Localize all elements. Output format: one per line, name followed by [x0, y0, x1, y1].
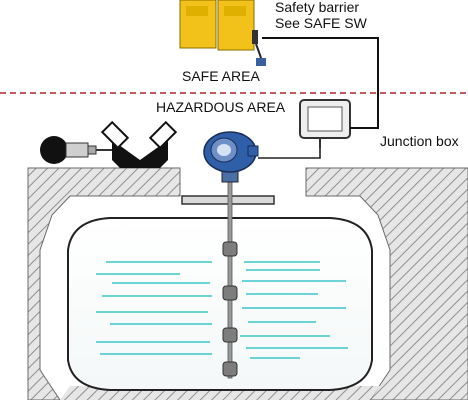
- hazardous-area-label: HAZARDOUS AREA: [156, 99, 286, 115]
- barrier-cable: [262, 37, 379, 129]
- level-transmitter-icon: [203, 131, 259, 183]
- pump-motor-icon: [40, 136, 112, 164]
- liquid-surface-lines: [96, 261, 348, 359]
- junction-box-label: Junction box: [380, 133, 459, 149]
- safety-barrier-icon: [179, 0, 266, 66]
- signal-cable: [258, 148, 321, 159]
- safe-area-label: SAFE AREA: [182, 68, 260, 84]
- junction-box-icon: [299, 99, 351, 148]
- barrier-label-line2: See SAFE SW: [275, 15, 367, 31]
- barrier-label-line1: Safety barrier: [275, 0, 360, 15]
- storage-tank: [67, 217, 373, 391]
- safety-barrier-label: Safety barrier See SAFE SW: [275, 0, 367, 31]
- valve-icon: [100, 120, 178, 168]
